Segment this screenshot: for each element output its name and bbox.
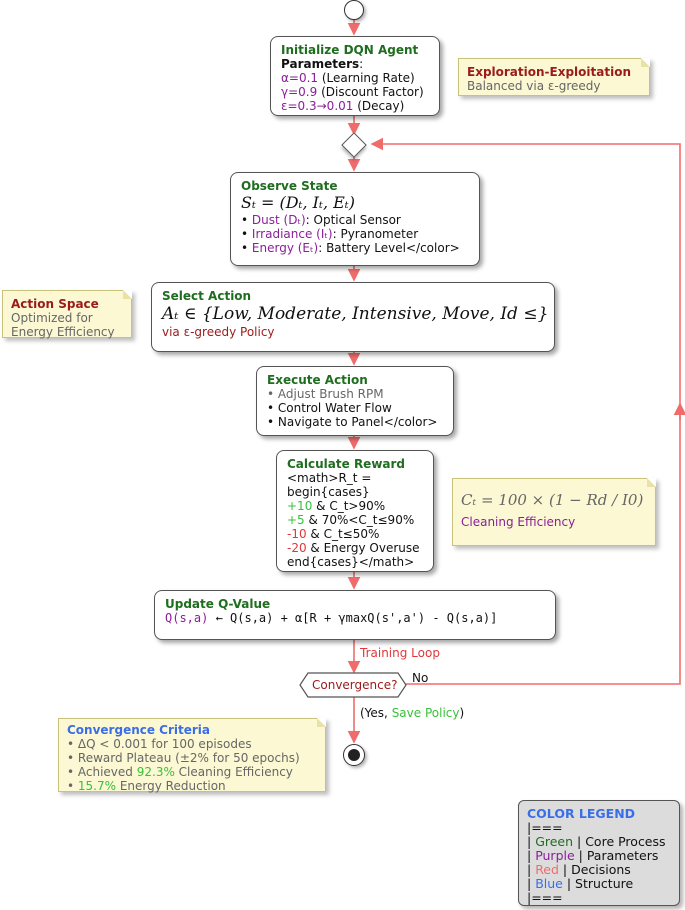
execute-item-water: • Control Water Flow (267, 401, 392, 415)
initialize-title: Initialize DQN Agent (281, 43, 419, 57)
params-colon: : (359, 57, 364, 71)
calculate-reward-node: Calculate Reward <math>R_t = begin{cases… (276, 450, 434, 572)
legend-item-blue: | Blue | Structure (527, 876, 634, 891)
reward-row: +10 & C_t>90% (287, 499, 386, 513)
exploration-note: Exploration-Exploitation Balanced via ε-… (458, 58, 650, 96)
observe-item-irradiance: • Irradiance (Iₜ): Pyranometer (241, 227, 419, 241)
select-title: Select Action (162, 289, 252, 303)
legend-item-red: | Red | Decisions (527, 862, 631, 877)
exploration-note-title: Exploration-Exploitation (467, 65, 631, 79)
execute-title: Execute Action (267, 373, 368, 387)
efficiency-note: Cₜ = 100 × (1 − Rd / I0) Cleaning Effici… (452, 478, 656, 546)
params-label: Parameters (281, 57, 360, 71)
q-rhs: ← Q(s,a) + α[R + γmaxQ(s',a') - Q(s,a)] (208, 611, 498, 625)
execute-item-navigate: • Navigate to Panel</color> (267, 415, 438, 429)
observe-state-node: Observe State Sₜ = (Dₜ, Iₜ, Eₜ) • Dust (… (230, 172, 480, 266)
observe-item-dust: • Dust (Dₜ): Optical Sensor (241, 213, 401, 227)
efficiency-label: Cleaning Efficiency (461, 515, 576, 529)
exploration-note-text: Balanced via ε-greedy (467, 79, 601, 93)
end-node (343, 744, 365, 766)
update-title: Update Q-Value (165, 597, 271, 611)
training-loop-label: Training Loop (360, 646, 440, 660)
legend-item-green: | Green | Core Process (527, 834, 666, 849)
epsilon-desc: (Decay) (353, 99, 405, 113)
action-formula: Aₜ ∈ {Low, Moderate, Intensive, Move, Id… (162, 304, 549, 324)
action-space-note: Action Space Optimized for Energy Effici… (2, 290, 132, 339)
initialize-agent-node: Initialize DQN Agent Parameters: α=0.1 (… (270, 36, 440, 116)
action-space-title: Action Space (11, 297, 99, 311)
select-policy: via ε-greedy Policy (162, 325, 275, 339)
convergence-no-label: No (412, 671, 429, 685)
observe-item-energy: • Energy (Eₜ): Battery Level</color> (241, 241, 460, 255)
legend-item-purple: | Purple | Parameters (527, 848, 659, 863)
action-space-line1: Optimized for (11, 311, 93, 325)
legend-separator: |=== (527, 820, 563, 835)
convergence-decision (299, 672, 407, 698)
convergence-criteria-note: Convergence Criteria • ΔQ < 0.001 for 10… (58, 718, 326, 793)
execute-action-node: Execute Action • Adjust Brush RPM • Cont… (256, 366, 454, 436)
legend-separator-end: |=== (527, 890, 563, 905)
update-q-node: Update Q-Value Q(s,a) ← Q(s,a) + α[R + γ… (154, 590, 556, 640)
criteria-plateau: • Reward Plateau (±2% for 50 epochs) (67, 751, 300, 765)
color-legend: COLOR LEGEND |=== | Green | Core Process… (518, 800, 680, 906)
reward-line2: begin{cases} (287, 485, 370, 499)
gamma-desc: (Discount Factor) (317, 85, 424, 99)
reward-row: +5 & 70%<C_t≤90% (287, 513, 415, 527)
action-space-line2: Energy Efficiency (11, 325, 115, 339)
q-lhs: Q(s,a) (165, 611, 209, 625)
criteria-efficiency: • Achieved 92.3% Cleaning Efficiency (67, 765, 293, 779)
legend-title: COLOR LEGEND (527, 806, 636, 821)
convergence-yes-label: (Yes, Save Policy) (360, 706, 465, 720)
start-node (344, 0, 364, 20)
observe-title: Observe State (241, 179, 338, 193)
reward-row: -20 & Energy Overuse (287, 541, 420, 555)
convergence-label: Convergence? (312, 678, 398, 692)
reward-line-end: end{cases}</math> (287, 555, 415, 569)
reward-row: -10 & C_t≤50% (287, 527, 380, 541)
reward-title: Calculate Reward (287, 457, 406, 471)
reward-line1: <math>R_t = (287, 471, 372, 485)
alpha-symbol: α=0.1 (281, 71, 319, 85)
efficiency-formula: Cₜ = 100 × (1 − Rd / I0) (461, 491, 644, 509)
epsilon-symbol: ε=0.3→0.01 (281, 99, 354, 113)
gamma-symbol: γ=0.9 (281, 85, 318, 99)
criteria-title: Convergence Criteria (67, 723, 211, 737)
alpha-desc: (Learning Rate) (318, 71, 415, 85)
select-action-node: Select Action Aₜ ∈ {Low, Moderate, Inten… (151, 282, 555, 352)
state-formula: Sₜ = (Dₜ, Iₜ, Eₜ) (241, 193, 355, 212)
execute-item-brush: • Adjust Brush RPM (267, 387, 384, 401)
criteria-delta-q: • ΔQ < 0.001 for 100 episodes (67, 737, 252, 751)
criteria-energy: • 15.7% Energy Reduction (67, 779, 226, 793)
